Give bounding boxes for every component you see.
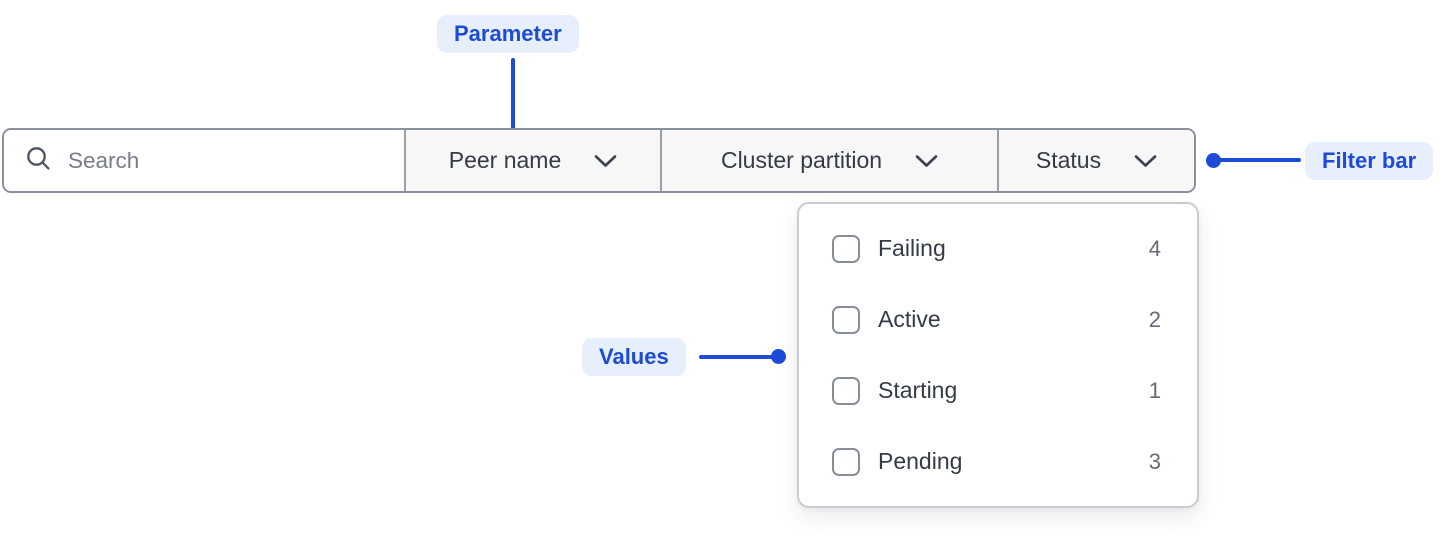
status-option-label: Pending	[878, 448, 963, 474]
status-option-pending[interactable]: Pending 3	[832, 426, 1161, 497]
search-icon	[25, 145, 52, 177]
checkbox[interactable]	[832, 234, 860, 263]
chevron-down-icon	[1134, 154, 1157, 168]
dropdown-peer-name-label: Peer name	[448, 147, 562, 173]
status-option-label: Active	[878, 306, 941, 332]
parameter-connector-line	[511, 58, 515, 138]
status-option-label: Failing	[878, 235, 946, 261]
status-option-count: 4	[1148, 235, 1161, 261]
dropdown-cluster-partition-label: Cluster partition	[720, 147, 883, 173]
checkbox[interactable]	[832, 305, 860, 334]
status-option-count: 3	[1148, 448, 1161, 474]
dropdown-peer-name[interactable]: Peer name	[404, 130, 660, 191]
status-option-count: 1	[1148, 377, 1161, 403]
filter-bar-annotation-label: Filter bar	[1305, 142, 1434, 181]
dropdown-status-label: Status	[1035, 147, 1102, 173]
dropdown-status[interactable]: Status	[997, 130, 1194, 191]
status-option-active[interactable]: Active 2	[832, 284, 1161, 355]
checkbox[interactable]	[832, 376, 860, 405]
status-values-panel: Failing 4 Active 2 Starting 1 Pending 3	[797, 202, 1199, 508]
values-connector-dot	[771, 349, 786, 364]
status-option-label: Starting	[878, 377, 958, 403]
filter-bar-connector-line	[1219, 158, 1301, 162]
status-option-count: 2	[1148, 306, 1161, 332]
filter-bar-connector-dot	[1206, 153, 1221, 168]
chevron-down-icon	[915, 154, 938, 168]
chevron-down-icon	[594, 154, 617, 168]
search-input[interactable]	[68, 147, 398, 174]
parameter-annotation-label: Parameter	[437, 15, 579, 54]
dropdown-cluster-partition[interactable]: Cluster partition	[660, 130, 997, 191]
values-annotation-label: Values	[582, 338, 686, 377]
status-option-failing[interactable]: Failing 4	[832, 213, 1161, 284]
values-connector-line	[699, 355, 775, 359]
filter-bar: Peer name Cluster partition Status	[2, 128, 1196, 193]
status-option-starting[interactable]: Starting 1	[832, 355, 1161, 426]
search-segment	[4, 130, 404, 191]
checkbox[interactable]	[832, 447, 860, 476]
